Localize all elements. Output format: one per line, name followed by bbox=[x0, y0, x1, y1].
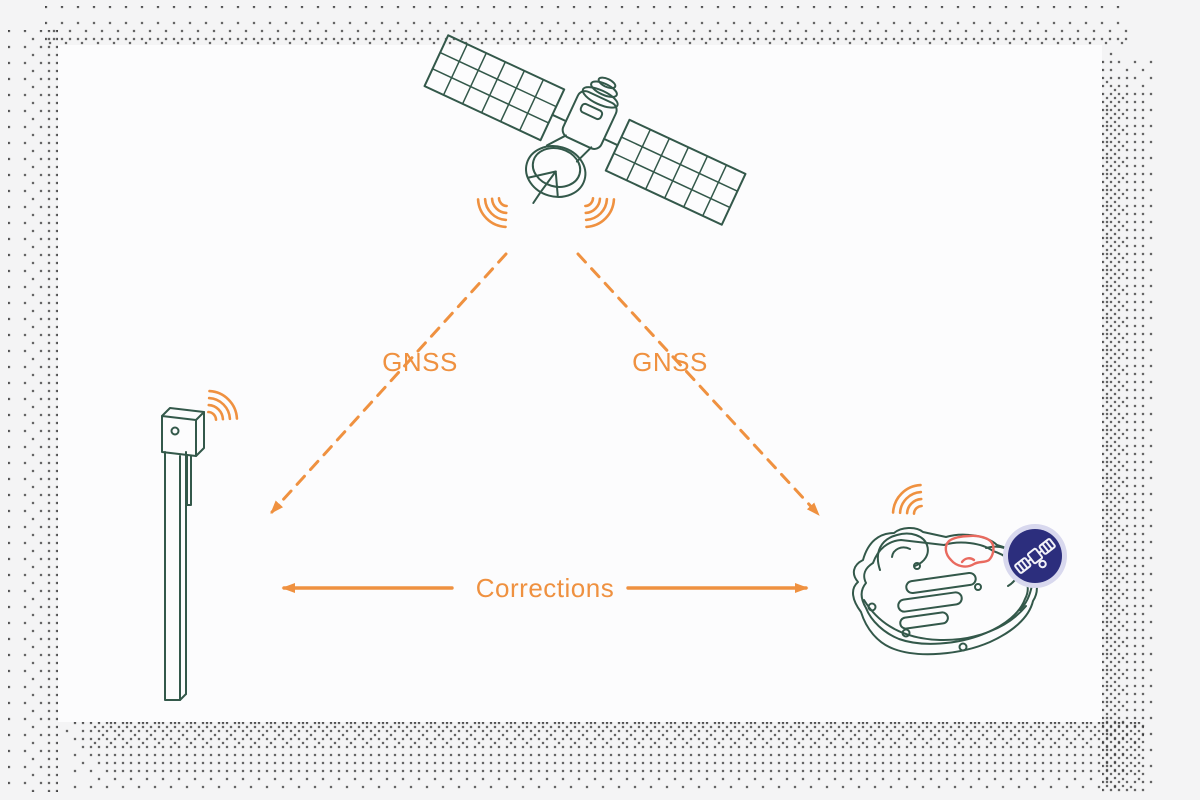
mower-gnss-cap-notch bbox=[960, 557, 976, 564]
halftone-border-right bbox=[1102, 45, 1166, 793]
corrections-label: Corrections bbox=[475, 573, 615, 603]
satellite-badge-icon bbox=[1003, 524, 1067, 588]
satellite-body bbox=[561, 76, 619, 150]
gnss-satellite-icon bbox=[423, 34, 747, 226]
halftone-border-left bbox=[8, 30, 58, 792]
reference-station-icon bbox=[161, 407, 205, 701]
signal-waves-icon bbox=[574, 187, 621, 234]
signal-waves-icon bbox=[471, 187, 518, 234]
satellite-dish bbox=[525, 134, 593, 204]
solar-panel-right-icon bbox=[604, 118, 747, 226]
halftone-border-top bbox=[45, 6, 1133, 46]
signal-waves-icon bbox=[886, 478, 933, 525]
solar-panel-left-icon bbox=[423, 34, 566, 142]
signal-waves-icon bbox=[197, 384, 244, 431]
gnss-label-right: GNSS bbox=[632, 347, 708, 377]
gnss-arrow-to-mower bbox=[576, 252, 820, 516]
mower-gnss-cap bbox=[944, 534, 995, 568]
gnss-arrow-to-station bbox=[270, 252, 508, 514]
gnss-label-left: GNSS bbox=[382, 347, 458, 377]
halftone-border-bottom bbox=[58, 722, 1144, 798]
